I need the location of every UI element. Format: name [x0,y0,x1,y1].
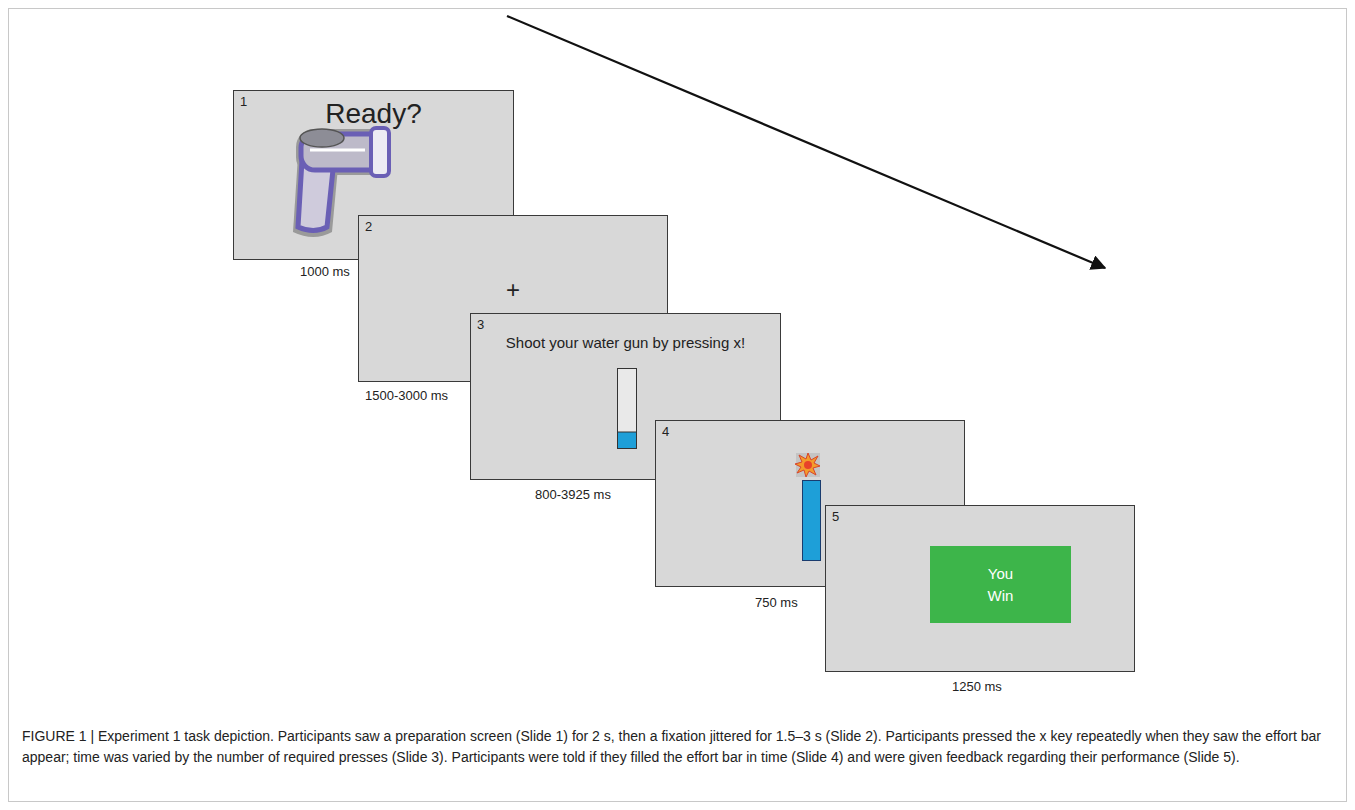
figure-caption: FIGURE 1 | Experiment 1 task depiction. … [22,726,1334,768]
feedback-text: You Win [978,563,1024,607]
label-holder: 750 ms [755,595,798,610]
label-holder: 1500-3000 ms [365,388,448,403]
text-holder: Ready? [238,97,509,131]
text-holder: 4 [662,424,669,440]
slide-number: 1 [240,94,247,110]
slide-text: + [363,276,663,305]
text-holder: 5 [832,509,839,525]
text-holder: 2 [365,219,372,235]
slide-number: 4 [662,424,669,440]
slide-number: 2 [365,219,372,235]
slide-text: Ready? [238,97,509,131]
label-holder: 1250 ms [952,679,1002,694]
text-holder: 1 [240,94,247,110]
text-holder: 3 [477,317,484,333]
slide-number: 3 [477,317,484,333]
slide-panel: You Win 5 [825,505,1135,672]
figure-frame [9,9,1347,802]
caption-holder: FIGURE 1 | Experiment 1 task depiction. … [22,726,1334,768]
duration-label: 800-3925 ms [535,487,611,502]
duration-label: 1000 ms [300,264,350,279]
duration-label: 1500-3000 ms [365,388,448,403]
text-holder: You Win [930,546,1071,623]
slide-number: 5 [832,509,839,525]
text-holder: Shoot your water gun by pressing x! [475,334,776,352]
duration-label: 1250 ms [952,679,1002,694]
slide-text: Shoot your water gun by pressing x! [475,334,776,352]
duration-label: 750 ms [755,595,798,610]
label-holder: 1000 ms [300,264,350,279]
label-holder: 800-3925 ms [535,487,611,502]
feedback-box: You Win [930,546,1071,623]
text-holder: + [363,276,663,305]
